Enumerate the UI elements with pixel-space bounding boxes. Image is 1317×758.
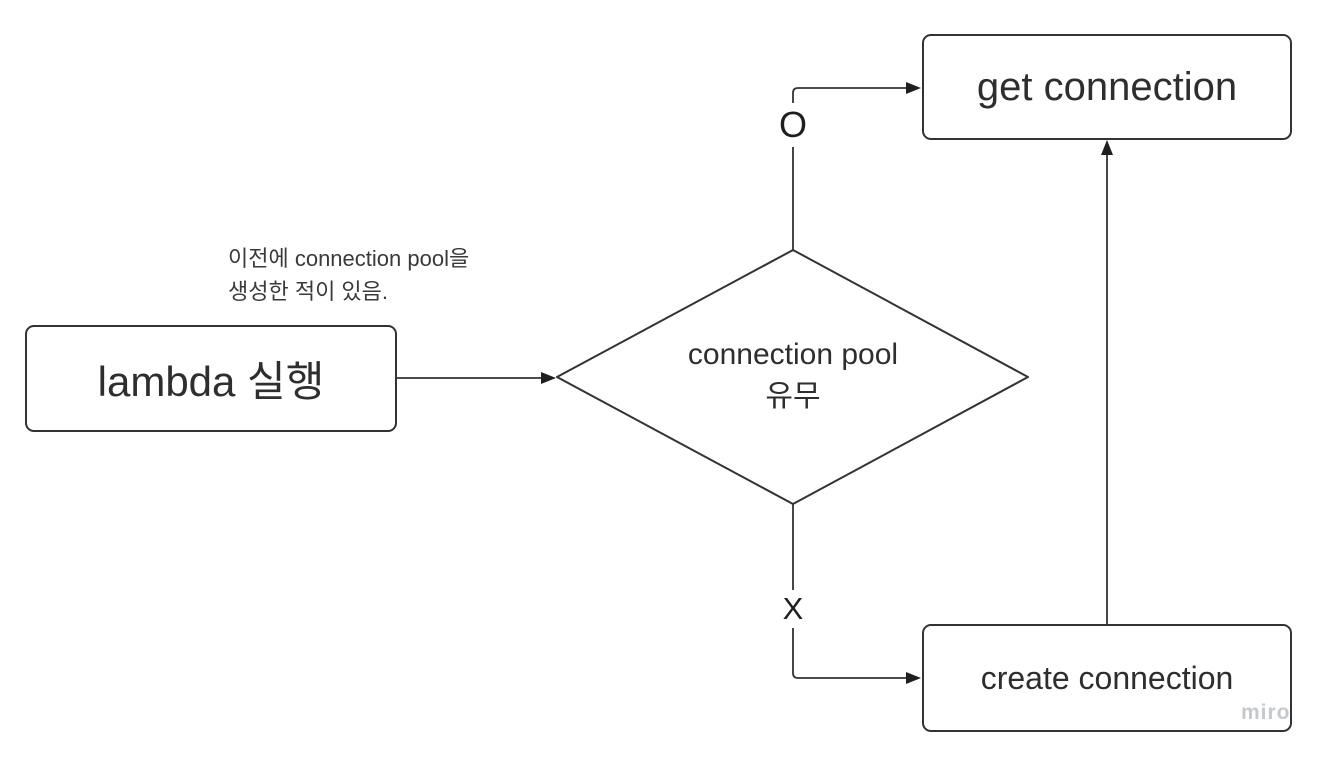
connector-decision-to-create [792,504,906,679]
edge-label-yes: O [771,103,815,147]
node-decision-label-line-1: connection pool [687,338,899,371]
node-get-connection[interactable]: get connection [922,34,1292,140]
node-get-connection-label: get connection [976,64,1238,109]
arrowhead-into-get-bottom [1101,140,1113,155]
node-lambda-exec-label: lambda 실행 [97,358,325,405]
edge-label-no: X [774,590,812,628]
miro-watermark[interactable]: miro [1241,701,1291,724]
arrowhead-into-decision [541,372,556,384]
annotation-line-2: 생성한 적이 있음. [228,279,389,304]
annotation-note: 이전에 connection pool을 생성한 적이 있음. [228,242,469,308]
connector-decision-to-get [792,87,906,251]
node-create-connection-label: create connection [980,659,1234,696]
node-lambda-exec[interactable]: lambda 실행 [25,325,397,432]
node-decision-label-line-2: 유무 [765,380,821,413]
annotation-line-1: 이전에 connection pool을 [228,246,470,271]
node-create-connection[interactable]: create connection [922,624,1292,732]
arrowhead-into-create-left [906,672,921,684]
node-decision-label: connection pool 유무 [643,334,943,418]
arrowhead-into-get-left [906,82,921,94]
decision-diamond-shape[interactable] [556,249,1029,505]
